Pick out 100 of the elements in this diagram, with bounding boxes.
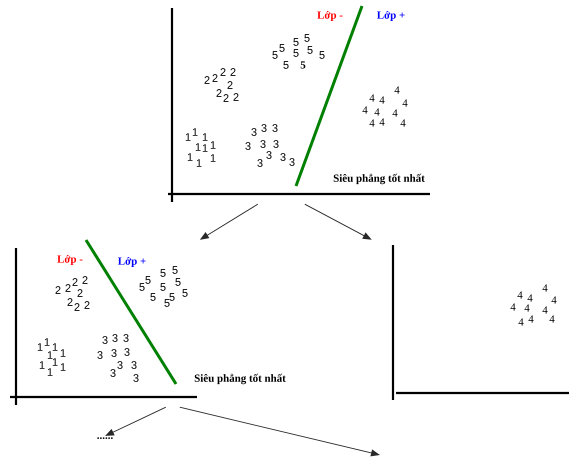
class-digit: 4	[379, 118, 385, 126]
class-digit: 1	[38, 343, 43, 351]
class-digit: 4	[369, 94, 375, 102]
class-digit: 5	[145, 276, 151, 284]
class-digit: 5	[150, 293, 156, 301]
class-digit: 2	[72, 278, 78, 286]
class-digit: 3	[261, 124, 267, 132]
class-digit: 2	[74, 303, 80, 311]
class-digit: 2	[220, 68, 226, 76]
class-digit: 5	[160, 269, 166, 277]
class-digit: 3	[123, 334, 129, 342]
class-digit: 3	[97, 351, 103, 359]
class-digit: 4	[551, 296, 557, 304]
class-digit: 3	[117, 361, 123, 369]
class-digit: 2	[216, 89, 222, 97]
class-digit: 3	[251, 128, 257, 136]
class-digit: 4	[549, 315, 555, 323]
class-digit: 2	[230, 68, 236, 76]
class-digit: 1	[48, 368, 53, 376]
class-digit: 4	[392, 109, 398, 117]
class-digit: 5	[182, 289, 188, 297]
class-digit: 1	[52, 343, 58, 351]
class-digit: 5	[307, 46, 313, 54]
class-digit: 1	[48, 351, 53, 359]
class-digit: 4	[528, 315, 534, 323]
class-digit: 3	[131, 361, 137, 369]
class-digit: 5	[160, 283, 166, 291]
class-digit: 5	[175, 278, 181, 286]
class-digit: 2	[56, 286, 60, 294]
class-digit: 5	[293, 49, 299, 57]
class-digit: 5	[139, 283, 145, 291]
class-label: Lớp +	[118, 257, 146, 267]
class-digit: 4	[510, 303, 516, 311]
class-digit: 4	[518, 318, 524, 326]
class-digit: 2	[212, 74, 218, 82]
class-digit: 2	[224, 94, 228, 102]
class-digit: 1	[60, 349, 66, 357]
class-digit: 3	[112, 334, 118, 342]
class-digit: 5	[319, 51, 325, 59]
class-digit: 5	[172, 266, 178, 274]
class-digit: 5	[272, 51, 278, 59]
class-digit: 2	[204, 76, 210, 84]
class-digit: 1	[196, 159, 202, 167]
class-label: Lớp -	[57, 255, 83, 265]
class-digit: 1	[210, 154, 216, 162]
class-digit: 4	[369, 119, 375, 127]
ellipsis-text: ......	[97, 437, 113, 439]
class-digit: 3	[110, 369, 116, 377]
class-digit: 5	[300, 61, 306, 69]
class-digit: 1	[186, 133, 191, 141]
class-digit: 3	[272, 124, 278, 132]
class-digit: 4	[542, 284, 548, 292]
hyperplane-label: Siêu phẳng tốt nhất	[334, 174, 425, 184]
class-digit: 4	[394, 86, 400, 94]
class-digit: 3	[260, 140, 266, 148]
class-digit: 3	[273, 140, 279, 148]
class-digit: 1	[202, 144, 208, 152]
class-digit: 3	[266, 151, 272, 159]
class-digit: 2	[68, 298, 72, 306]
class-digit: 4	[374, 108, 380, 116]
class-digit: 1	[40, 361, 45, 369]
class-digit: 3	[133, 374, 139, 382]
class-digit: 4	[402, 99, 408, 107]
class-digit: 1	[188, 153, 193, 161]
class-digit: 2	[82, 276, 88, 284]
class-digit: 4	[379, 96, 385, 104]
class-digit: 5	[304, 34, 310, 42]
class-digit: 1	[196, 143, 201, 151]
hyperplane-label: Siêu phẳng tốt nhất	[194, 374, 286, 384]
class-digit: 2	[78, 289, 82, 297]
class-digit: 5	[279, 44, 285, 52]
class-label: Lớp +	[376, 11, 405, 21]
class-digit: 5	[169, 293, 175, 301]
class-digit: 4	[362, 106, 368, 114]
class-digit: 2	[234, 93, 238, 101]
class-digit: 4	[517, 291, 523, 299]
class-digit: 1	[44, 338, 50, 346]
class-digit: 1	[192, 128, 198, 136]
class-digit: 3	[280, 153, 286, 161]
class-digit: 4	[527, 294, 533, 302]
class-digit: 1	[210, 141, 216, 149]
class-digit: 4	[400, 119, 406, 127]
class-digit: 5	[283, 61, 289, 69]
class-digit: 2	[228, 81, 232, 89]
class-digit: 1	[52, 358, 58, 366]
class-digit: 2	[84, 301, 90, 309]
class-digit: 3	[289, 158, 295, 166]
class-label: Lớp -	[317, 11, 343, 21]
class-digit: 3	[102, 336, 108, 344]
class-digit: 3	[124, 348, 130, 356]
class-digit: 5	[293, 38, 299, 46]
class-digit: 4	[524, 304, 530, 312]
class-digit: 2	[66, 284, 70, 292]
class-digit: 1	[202, 133, 208, 141]
class-digit: 3	[111, 349, 117, 357]
class-digit: 1	[60, 363, 66, 371]
class-digit: 4	[542, 306, 548, 314]
class-digit: 3	[257, 159, 263, 167]
class-digit: 5	[164, 299, 170, 307]
class-digit: 3	[245, 142, 251, 150]
